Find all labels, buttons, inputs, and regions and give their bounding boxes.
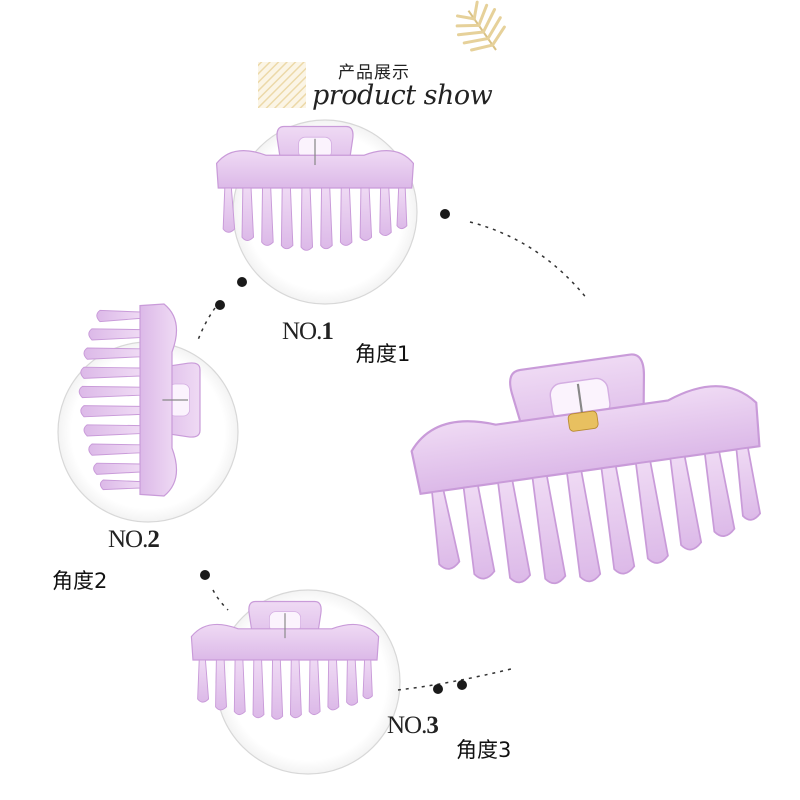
connector-dots bbox=[200, 209, 467, 694]
palm-leaf-icon bbox=[455, 0, 506, 52]
header-title-cn: 产品展示 bbox=[338, 63, 410, 83]
view-1-number-label: NO.1 bbox=[282, 318, 334, 345]
view-3-circle bbox=[190, 589, 401, 775]
view-1-circle bbox=[215, 119, 418, 305]
view-2-angle-label: 角度2 bbox=[52, 569, 108, 593]
claw-clip-main bbox=[401, 337, 779, 605]
view-2-number-label: NO.2 bbox=[108, 526, 160, 553]
header-title-en: product show bbox=[312, 80, 493, 111]
view-1-angle-label: 角度1 bbox=[355, 342, 411, 366]
view-3-number-label: NO.3 bbox=[387, 712, 439, 739]
connectors bbox=[197, 221, 589, 691]
view-3-angle-label: 角度3 bbox=[456, 738, 512, 762]
hatch-square-icon bbox=[258, 62, 306, 108]
view-2-circle bbox=[57, 303, 239, 523]
